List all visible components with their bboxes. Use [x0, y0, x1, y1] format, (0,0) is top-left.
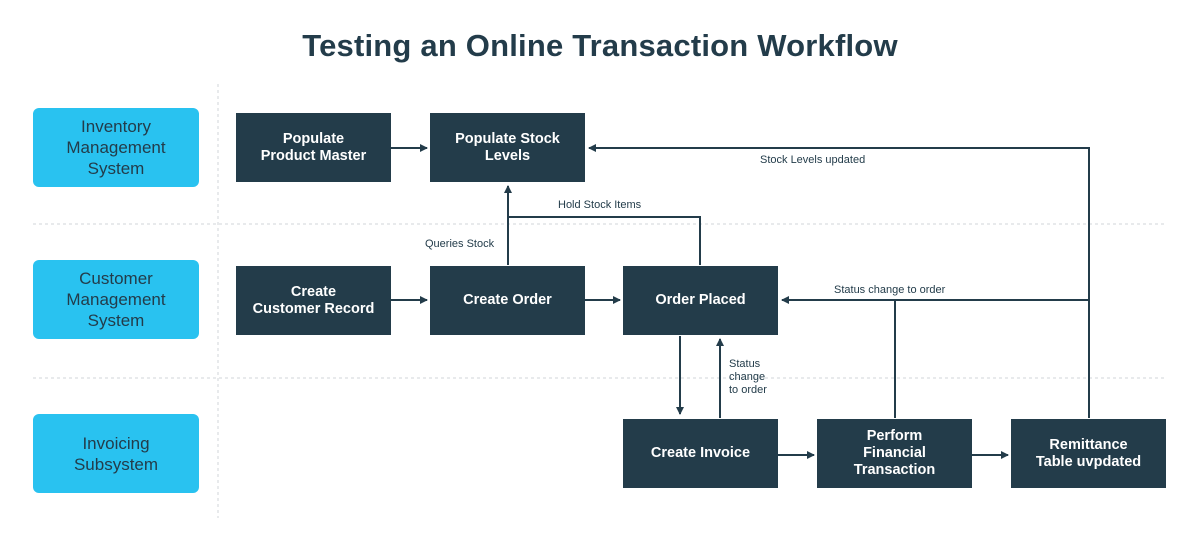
- edge-label-status-change-to-order: Status change to order: [834, 284, 946, 296]
- lane-label-inventory: Inventory Management System: [33, 108, 199, 187]
- edge-label-status-change-to-order-vertical: Status change to order: [729, 358, 767, 396]
- edge-label-hold-stock-items: Hold Stock Items: [558, 199, 642, 211]
- node-create-order: Create Order: [430, 266, 585, 335]
- diagram-title: Testing an Online Transaction Workflow: [302, 28, 898, 63]
- lane-dividers: [33, 84, 1166, 518]
- node-create-invoice: Create Invoice: [623, 419, 778, 488]
- arrow-remittance-to-stock-levels: [588, 144, 1090, 418]
- node-order-placed: Order Placed: [623, 266, 778, 335]
- node-populate-product-master: Populate Product Master: [236, 113, 391, 182]
- node-remittance-table-updated: Remittance Table uvpdated: [1011, 419, 1166, 488]
- lane-label-customer: Customer Management System: [33, 260, 199, 339]
- line-hold-stock-items: [508, 216, 701, 265]
- node-create-customer-record: Create Customer Record: [236, 266, 391, 335]
- edge-label-stock-levels-updated: Stock Levels updated: [760, 154, 866, 166]
- node-populate-stock-levels: Populate Stock Levels: [430, 113, 585, 182]
- edge-label-queries-stock: Queries Stock: [425, 238, 495, 250]
- node-perform-financial-transaction: Perform Financial Transaction: [817, 419, 972, 488]
- lane-label-invoicing: Invoicing Subsystem: [33, 414, 199, 493]
